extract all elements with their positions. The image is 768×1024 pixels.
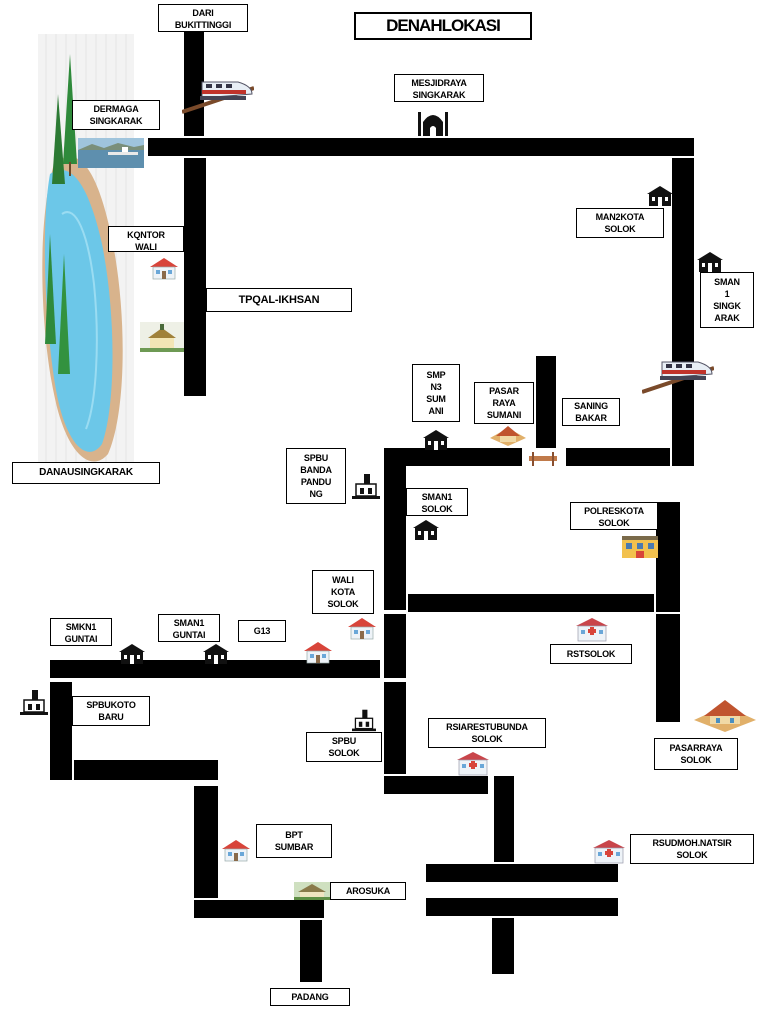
road-arosuka-horizontal (194, 900, 324, 918)
road-guntai-horizontal (50, 660, 380, 678)
road-solok-center-3 (384, 682, 406, 774)
house-icon (222, 840, 250, 862)
label-smkn1-guntai: SMKN1 GUNTAI (50, 618, 112, 646)
label-danau-singkarak: DANAUSINGKARAK (12, 462, 160, 484)
road-sumani-left (384, 448, 522, 466)
fuel-station-icon (352, 474, 380, 499)
road-polres-horizontal (408, 594, 654, 612)
label-rsia-restu-bunda: RSIARESTUBUNDA SOLOK (428, 718, 546, 748)
road-rsia-vertical (494, 776, 514, 862)
fuel-station-icon (352, 709, 376, 732)
fuel-station-icon (20, 690, 48, 715)
label-spbu-solok: SPBU SOLOK (306, 732, 382, 762)
train-icon (182, 81, 254, 114)
road-sumani-right (566, 448, 670, 466)
government-building-icon (294, 882, 330, 900)
label-bpt-sumbar: BPT SUMBAR (256, 824, 332, 858)
label-sman1-guntai: SMAN1 GUNTAI (158, 614, 220, 642)
house-icon (348, 618, 376, 640)
road-polres-vertical-2 (656, 614, 680, 722)
house-icon (150, 258, 178, 280)
road-rsud-horizontal-2 (426, 898, 618, 916)
label-padang: PADANG (270, 988, 350, 1006)
pier-photo-icon (78, 138, 144, 168)
label-saning-bakar: SANING BAKAR (562, 398, 620, 426)
label-tpq-al-ikhsan: TPQAL-IKHSAN (206, 288, 352, 312)
government-building-icon (140, 322, 184, 352)
police-building-icon (622, 536, 658, 558)
road-east-vertical (672, 158, 694, 466)
label-arosuka: AROSUKA (330, 882, 406, 900)
hospital-icon (457, 752, 489, 776)
road-polres-vertical-1 (656, 502, 680, 612)
mosque-icon (418, 112, 448, 136)
label-pasar-raya-sumani: PASAR RAYA SUMANI (474, 382, 534, 424)
road-tpq-vertical (184, 158, 206, 396)
road-koto-baru-vertical (50, 682, 72, 780)
label-g13: G13 (238, 620, 286, 642)
road-rsud-vertical (492, 918, 514, 974)
label-rst-solok: RSTSOLOK (550, 644, 632, 664)
road-rsud-horizontal-1 (426, 864, 618, 882)
label-smpn3-sumani: SMP N3 SUM ANI (412, 364, 460, 422)
school-icon (697, 252, 723, 272)
label-wali-kota-solok: WALI KOTA SOLOK (312, 570, 374, 614)
label-dari-bukittinggi: DARI BUKITTINGGI (158, 4, 248, 32)
house-icon (304, 642, 332, 664)
train-icon (642, 361, 714, 394)
label-pasar-raya-solok: PASARRAYA SOLOK (654, 738, 738, 770)
road-padang-vertical (300, 920, 322, 982)
label-polres-kota-solok: POLRESKOTA SOLOK (570, 502, 658, 530)
road-singkarak-top (148, 138, 694, 156)
road-bpt-vertical (194, 786, 218, 898)
school-icon (119, 644, 145, 664)
school-icon (203, 644, 229, 664)
bridge-icon (529, 452, 557, 466)
label-rsud-moh-natsir: RSUDMOH.NATSIR SOLOK (630, 834, 754, 864)
label-spbu-koto-baru: SPBUKOTO BARU (72, 696, 150, 726)
hospital-icon (593, 840, 625, 864)
label-spbu-banda-pandung: SPBU BANDA PANDU NG (286, 448, 346, 504)
school-icon (423, 430, 449, 450)
school-icon (413, 520, 439, 540)
label-sman1-solok: SMAN1 SOLOK (406, 488, 468, 516)
market-icon (490, 426, 526, 446)
road-rsia-horizontal (384, 776, 488, 794)
label-man2-kota-solok: MAN2KOTA SOLOK (576, 208, 664, 238)
market-icon (694, 700, 756, 732)
label-mesjid-raya-singkarak: MESJIDRAYA SINGKARAK (394, 74, 484, 102)
road-saning-bakar-vertical (536, 356, 556, 448)
school-icon (647, 186, 673, 206)
map-title: DENAHLOKASI (354, 12, 532, 40)
road-solok-center-1 (384, 466, 406, 610)
road-koto-baru-horizontal (74, 760, 218, 780)
label-dermaga-singkarak: DERMAGA SINGKARAK (72, 100, 160, 130)
road-solok-center-2 (384, 614, 406, 678)
hospital-icon (576, 618, 608, 642)
label-kantor-wali: KQNTOR WALI (108, 226, 184, 252)
label-sman1-singkarak: SMAN 1 SINGK ARAK (700, 272, 754, 328)
